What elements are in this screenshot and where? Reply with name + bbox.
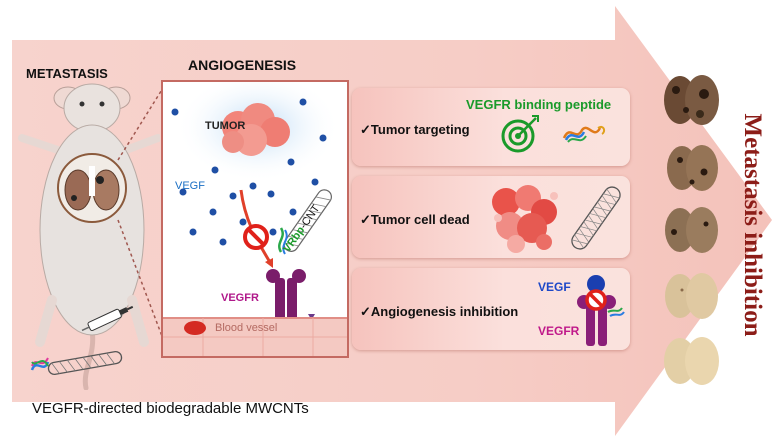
vegfr-label: VEGFR (221, 292, 259, 304)
tumor-targeting-label: ✓Tumor targeting (360, 122, 470, 137)
lung-specimen-4 (665, 273, 718, 319)
lung-specimen-1 (664, 75, 719, 125)
syringe-icon (81, 305, 134, 332)
vegfr-box-label: VEGFR (538, 324, 580, 338)
lung-specimen-3 (665, 207, 718, 253)
lung-specimen-2 (667, 145, 718, 191)
mouse-illustration (18, 83, 160, 390)
receptor-icon (577, 275, 625, 346)
vegf-dots (171, 98, 327, 246)
tumor-cells-icon (492, 185, 558, 253)
tumor-cell-dead-box: ✓Tumor cell dead (352, 176, 630, 258)
blocked-icon (243, 224, 269, 250)
vegf-box-label: VEGF (538, 280, 571, 294)
metastasis-inhibition-label: Metastasis inhibition (739, 113, 766, 337)
tumor-targeting-box: ✓Tumor targeting VEGFR binding peptide (352, 88, 630, 166)
vegf-label: VEGF (175, 180, 205, 192)
tumor-cell-dead-label: ✓Tumor cell dead (360, 212, 470, 227)
angiogenesis-heading: ANGIOGENESIS (188, 57, 297, 73)
target-icon (501, 115, 539, 153)
angiogenesis-scene (163, 82, 347, 356)
carbon-nanotube-icon (30, 350, 123, 376)
peptide-label: VEGFR binding peptide (466, 97, 612, 112)
peptide-icon (562, 125, 606, 143)
angiogenesis-panel: TUMOR VEGF VRbp-CNT VEGFR Blood vessel (161, 80, 349, 358)
vegfr-receptor (266, 269, 306, 326)
tumor-label: TUMOR (205, 120, 246, 132)
lung-specimen-5 (664, 337, 719, 385)
mwcnt-caption: VEGFR-directed biodegradable MWCNTs (32, 400, 309, 417)
metastasis-heading: METASTASIS (26, 66, 108, 81)
tumor-cluster (222, 103, 290, 156)
angiogenesis-inhibition-box: ✓Angiogenesis inhibition VEGF VEGFR (352, 268, 630, 350)
carbon-nanotube-icon (571, 186, 621, 250)
blood-vessel-label: Blood vessel (215, 322, 278, 334)
angiogenesis-inhibition-label: ✓Angiogenesis inhibition (360, 304, 519, 319)
